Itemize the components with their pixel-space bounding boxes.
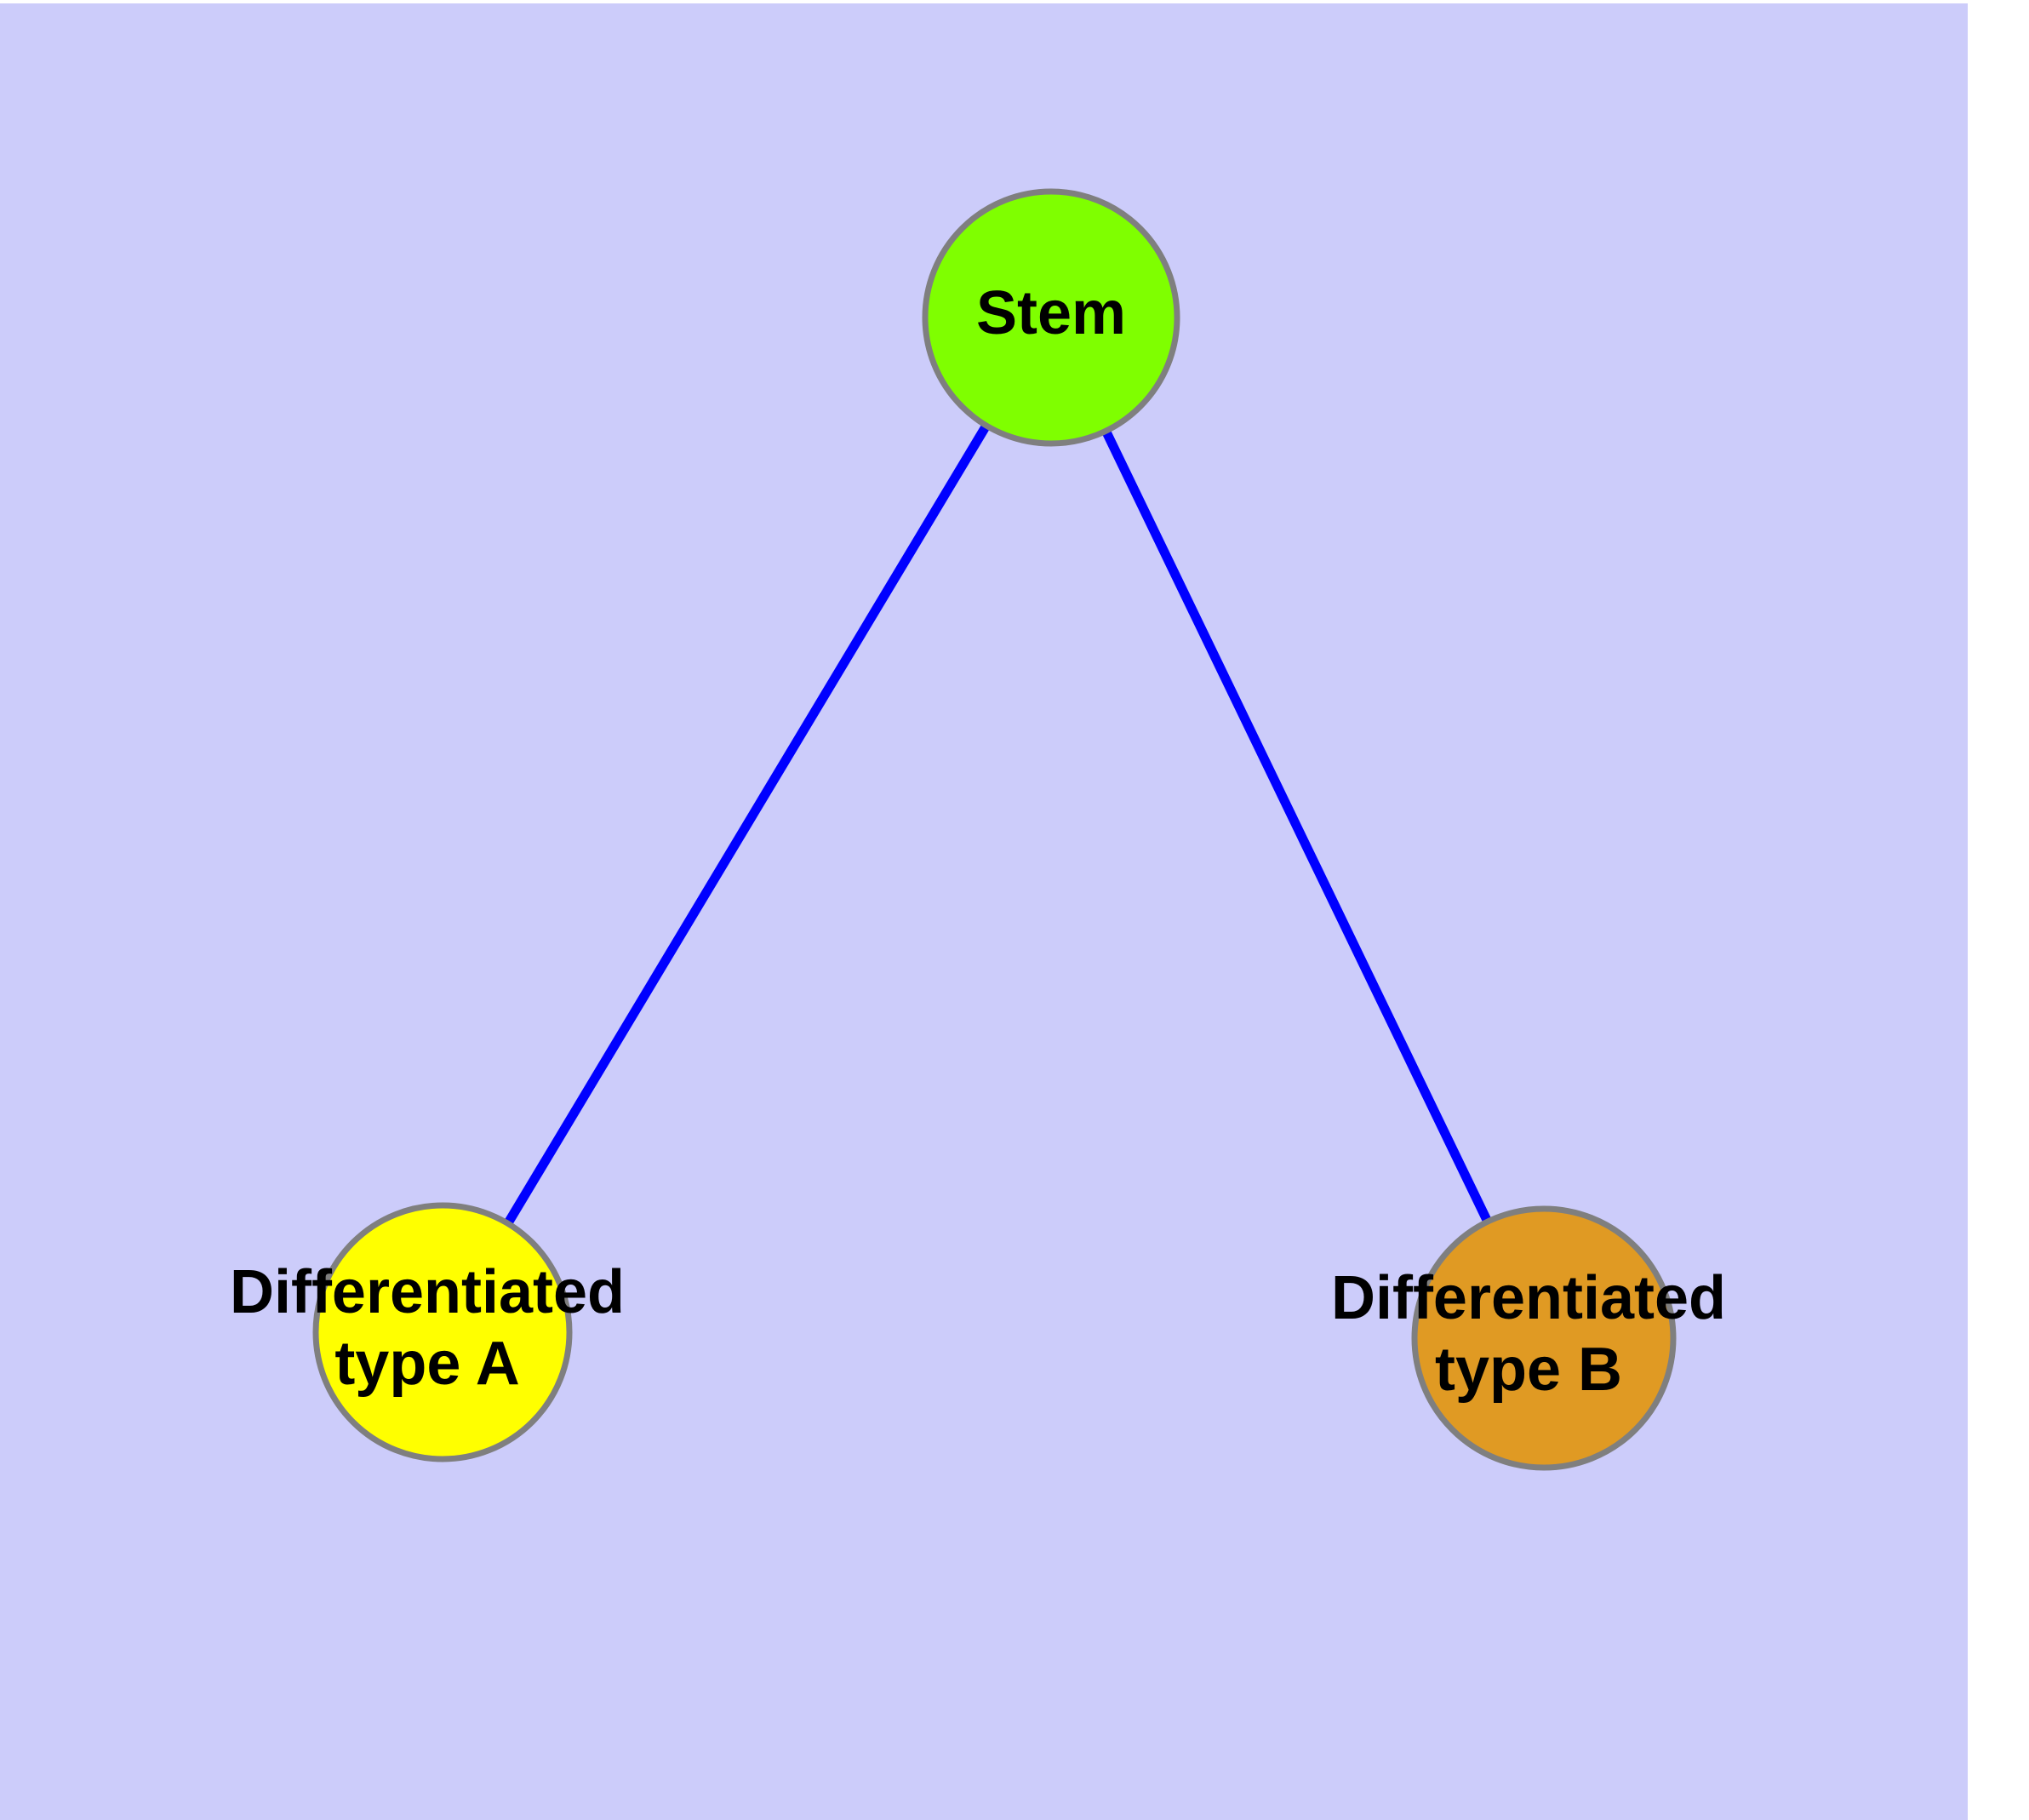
edges-group: [438, 315, 1548, 1341]
node-label-diff_b: Differentiated: [1331, 1264, 1726, 1332]
node-circle-diff_b[interactable]: [1411, 1205, 1677, 1471]
node-label-diff_a: type A: [334, 1330, 519, 1398]
node-circle-diff_a[interactable]: [312, 1202, 573, 1462]
node-circle-stem[interactable]: [922, 188, 1180, 447]
node-label-stem: Stem: [976, 279, 1126, 347]
graph-node-stem[interactable]: Stem: [922, 188, 1180, 447]
node-label-diff_a: Differentiated: [230, 1258, 625, 1326]
graph-edge-stem-diff_b[interactable]: [1047, 315, 1548, 1341]
node-label-diff_b: type B: [1435, 1336, 1622, 1404]
graph-edge-stem-diff_a[interactable]: [438, 315, 1055, 1335]
